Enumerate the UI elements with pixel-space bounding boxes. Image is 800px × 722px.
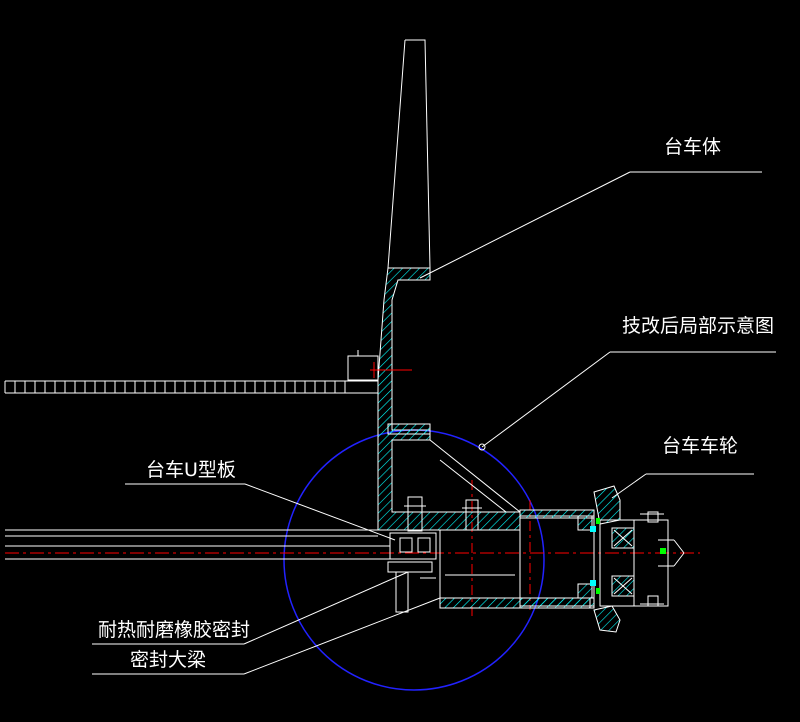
label-car-wheel: 台车车轮: [662, 435, 738, 457]
axle-housing: [439, 509, 595, 609]
detail-circle: [283, 429, 545, 691]
pallet-bottom-lines: [5, 529, 390, 560]
label-u-plate: 台车U型板: [146, 459, 236, 481]
label-car-body: 台车体: [664, 136, 721, 158]
car-body-section: [377, 267, 521, 531]
car-wheel: [593, 485, 685, 633]
label-rubber-seal: 耐热耐磨橡胶密封: [98, 619, 250, 641]
label-schematic: 技改后局部示意图: [622, 315, 774, 337]
grate-bars: [4, 350, 379, 394]
color-accents: [590, 518, 666, 594]
u-plate-assembly: [387, 496, 482, 613]
car-body-side-plate: [387, 39, 431, 269]
leader-lines: [92, 171, 776, 675]
label-seal-beam: 密封大梁: [130, 649, 206, 671]
centerline-marks: [5, 362, 700, 620]
leader-dot: [478, 443, 486, 451]
